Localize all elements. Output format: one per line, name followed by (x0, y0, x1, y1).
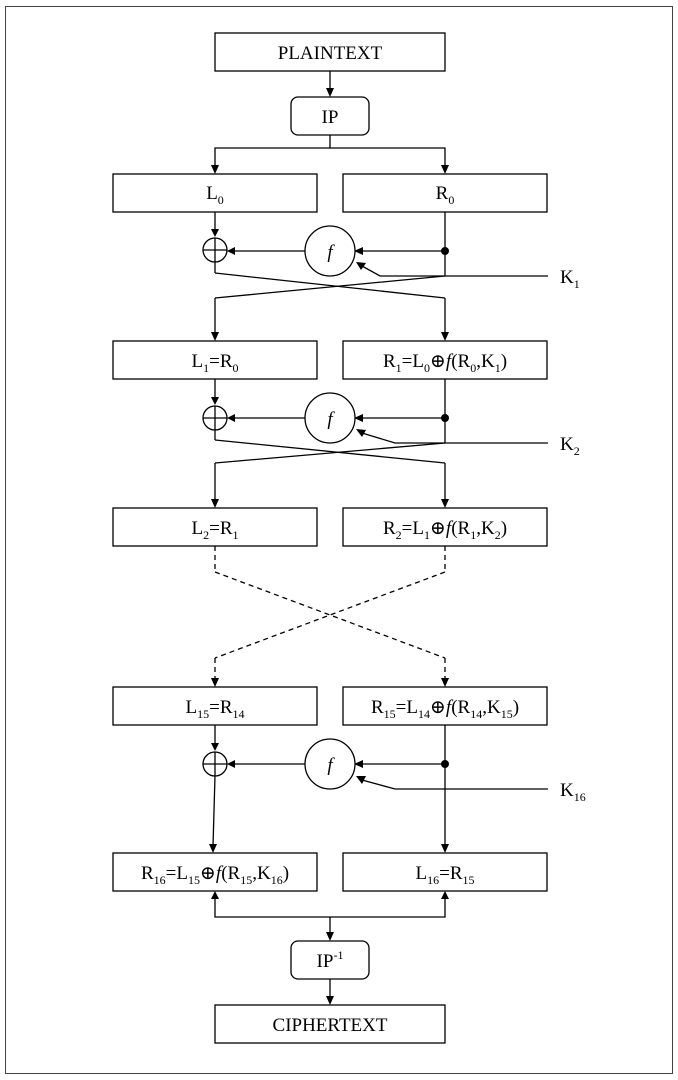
r16-label: R16​=L15​⊕f(R15​,K16​) (141, 863, 289, 887)
l16-box (342, 852, 548, 892)
ciphertext-label: CIPHERTEXT (273, 1015, 388, 1036)
l15-box (112, 686, 318, 726)
f-function-label: f (327, 242, 335, 263)
l0-label: L0​ (206, 183, 224, 207)
ip-inverse-label: IP-1 (317, 948, 344, 972)
plaintext-box (214, 32, 446, 72)
f-function-label: f (327, 755, 335, 776)
plaintext-label: PLAINTEXT (278, 43, 383, 64)
f-function-label: f (327, 409, 335, 430)
ciphertext-box (214, 1004, 446, 1044)
l2-label: L2​=R1​ (192, 518, 239, 542)
xor-icon (202, 751, 228, 777)
k1-label: K1​ (560, 267, 580, 291)
r0-label: R0​ (436, 183, 455, 207)
xor-icon (202, 237, 228, 263)
diagram-frame (5, 6, 673, 1074)
r15-label: R15​=L14​⊕f(R14​,K15​) (371, 697, 519, 721)
r2-label: R2​=L1​⊕f(R1​,K2​) (383, 518, 507, 542)
r1-label: R1​=L0​⊕f(R0​,K1​) (383, 351, 507, 375)
r15-box (342, 686, 548, 726)
l1-box (112, 340, 318, 380)
r1-box (342, 340, 548, 380)
r16-box (112, 852, 318, 892)
xor-icon (202, 405, 228, 431)
ip-label: IP (322, 107, 339, 128)
l16-label: L16​=R15​ (416, 863, 475, 887)
l15-label: L15​=R14​ (186, 697, 245, 721)
k16-label: K16​ (560, 780, 586, 804)
l1-label: L1​=R0​ (192, 351, 239, 375)
k2-label: K2​ (560, 434, 580, 458)
